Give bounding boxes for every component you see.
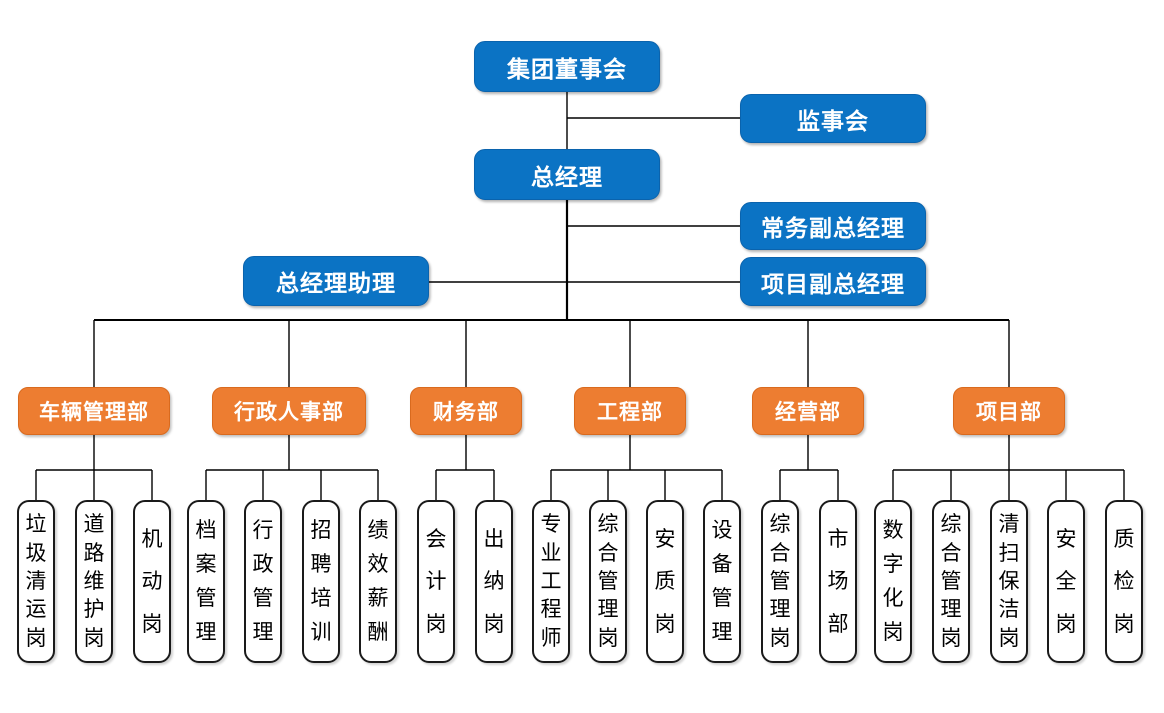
position-label: 垃圾清运岗 <box>25 513 47 650</box>
dept-engineering: 工程部 <box>574 387 686 435</box>
position-label: 市场部 <box>827 527 849 636</box>
position-label: 质检岗 <box>1113 527 1135 636</box>
position-box: 专业工程师 <box>532 500 570 663</box>
position-label: 综合管理岗 <box>597 513 619 650</box>
position-box: 档案管理 <box>187 500 225 663</box>
position-box: 机动岗 <box>133 500 171 663</box>
position-label: 清扫保洁岗 <box>998 513 1020 650</box>
position-label: 机动岗 <box>141 527 163 636</box>
position-box: 综合管理岗 <box>761 500 799 663</box>
dept-vehicle-management: 车辆管理部 <box>18 387 170 435</box>
position-box: 道路维护岗 <box>75 500 113 663</box>
position-label: 档案管理 <box>195 519 217 644</box>
node-gm-assistant: 总经理助理 <box>243 256 429 306</box>
position-label: 综合管理岗 <box>940 513 962 650</box>
position-label: 招聘培训 <box>310 519 332 644</box>
node-executive-deputy-gm: 常务副总经理 <box>740 202 926 250</box>
position-box: 设备管理 <box>703 500 741 663</box>
position-label: 行政管理 <box>252 519 274 644</box>
position-box: 安质岗 <box>646 500 684 663</box>
position-box: 质检岗 <box>1105 500 1143 663</box>
dept-admin-hr: 行政人事部 <box>212 387 366 435</box>
dept-finance: 财务部 <box>410 387 522 435</box>
position-box: 绩效薪酬 <box>359 500 397 663</box>
node-project-deputy-gm: 项目副总经理 <box>740 257 926 306</box>
position-label: 安全岗 <box>1055 527 1077 636</box>
position-box: 出纳岗 <box>475 500 513 663</box>
dept-operations: 经营部 <box>752 387 864 435</box>
position-label: 综合管理岗 <box>769 513 791 650</box>
dept-project: 项目部 <box>953 387 1065 435</box>
node-general-manager: 总经理 <box>474 149 660 200</box>
position-label: 设备管理 <box>711 519 733 644</box>
position-box: 清扫保洁岗 <box>990 500 1028 663</box>
position-label: 出纳岗 <box>483 527 505 636</box>
position-label: 数字化岗 <box>882 519 904 644</box>
position-box: 招聘培训 <box>302 500 340 663</box>
position-box: 行政管理 <box>244 500 282 663</box>
position-label: 安质岗 <box>654 527 676 636</box>
position-box: 安全岗 <box>1047 500 1085 663</box>
position-box: 数字化岗 <box>874 500 912 663</box>
position-box: 综合管理岗 <box>932 500 970 663</box>
node-supervisory-board: 监事会 <box>740 94 926 143</box>
node-board: 集团董事会 <box>474 41 660 92</box>
position-box: 综合管理岗 <box>589 500 627 663</box>
position-box: 市场部 <box>819 500 857 663</box>
position-label: 绩效薪酬 <box>367 519 389 644</box>
position-label: 会计岗 <box>425 527 447 636</box>
position-label: 专业工程师 <box>540 513 562 650</box>
position-box: 会计岗 <box>417 500 455 663</box>
position-label: 道路维护岗 <box>83 513 105 650</box>
position-box: 垃圾清运岗 <box>17 500 55 663</box>
